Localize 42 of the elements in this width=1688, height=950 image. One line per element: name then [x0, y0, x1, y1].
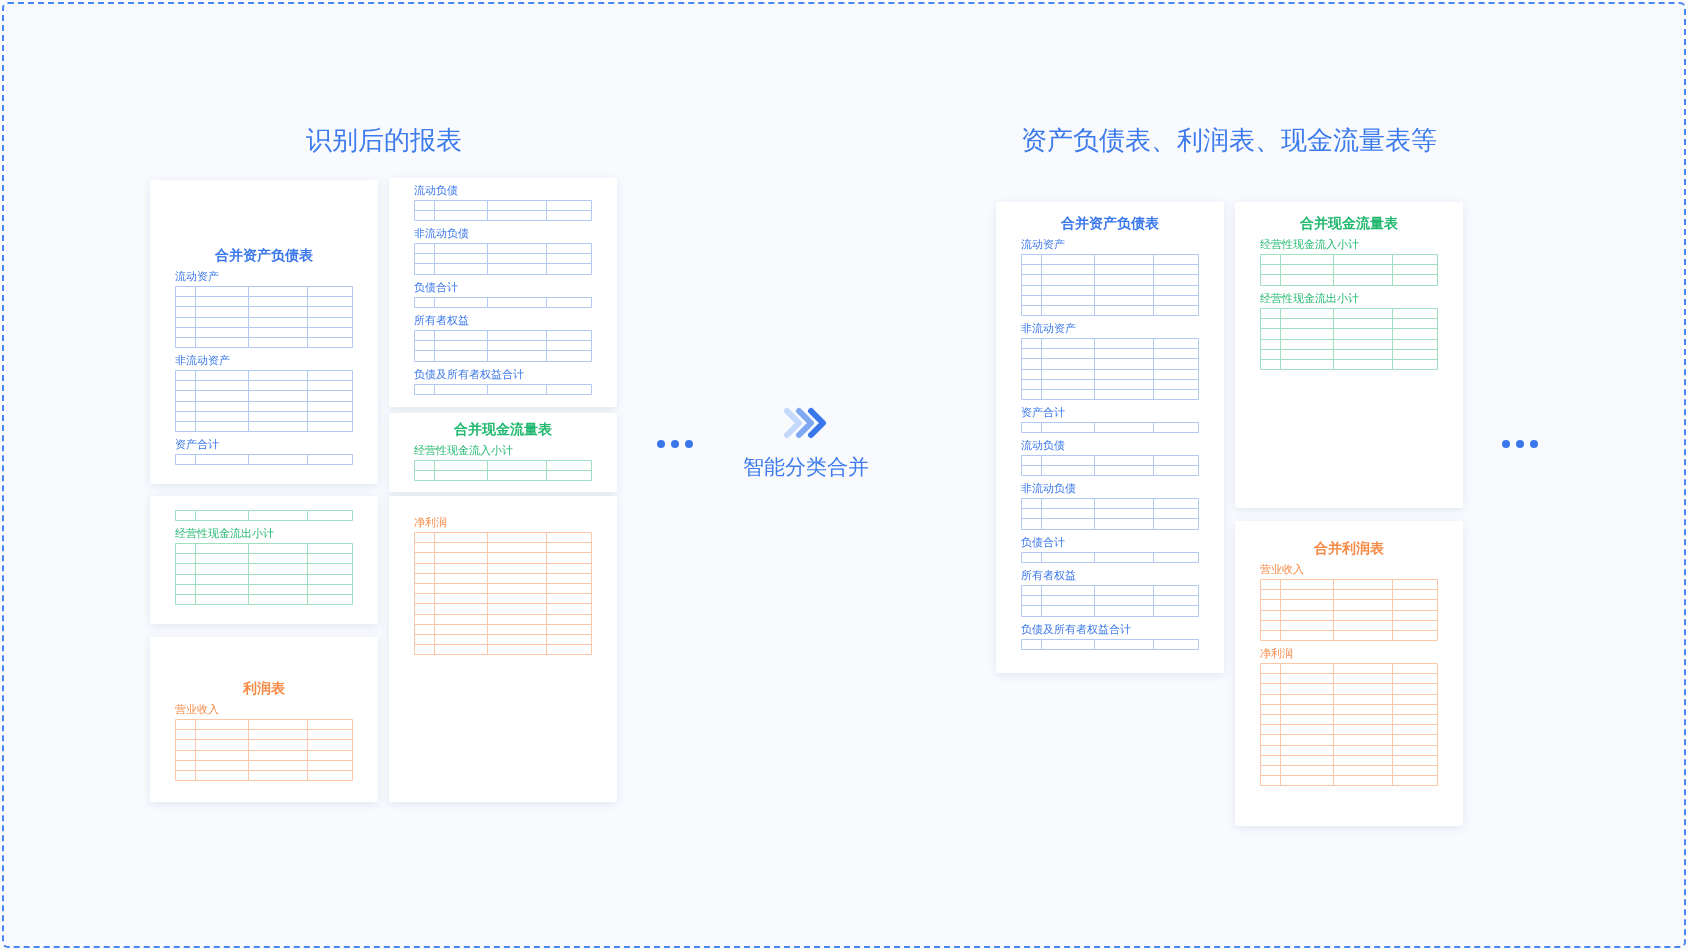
report-card: [150, 637, 378, 802]
section-label: 负债及所有者权益合计: [1021, 623, 1131, 637]
report-card: [1235, 202, 1463, 508]
section-label: 所有者权益: [414, 314, 469, 328]
section-label: 资产合计: [175, 438, 219, 452]
section-label: 流动负债: [1021, 439, 1065, 453]
section-label: 非流动负债: [1021, 482, 1076, 496]
report-card: [150, 496, 378, 624]
section-label: 非流动负债: [414, 227, 469, 241]
card-title: 合并资产负债表: [214, 246, 314, 264]
card-title: 利润表: [242, 679, 286, 697]
report-card: [389, 178, 617, 407]
section-label: 负债合计: [1021, 536, 1065, 550]
section-label: 经营性现金流出小计: [175, 527, 274, 541]
section-label: 经营性现金流出小计: [1260, 292, 1359, 306]
report-card: [389, 413, 617, 492]
section-label: 非流动资产: [175, 354, 230, 368]
section-label: 经营性现金流入小计: [414, 444, 513, 458]
section-label: 营业收入: [1260, 563, 1304, 577]
section-label: 经营性现金流入小计: [1260, 238, 1359, 252]
section-heading: 识别后的报表: [306, 124, 462, 156]
report-card: [389, 496, 617, 802]
section-heading: 资产负债表、利润表、现金流量表等: [1021, 124, 1437, 156]
report-card: [150, 180, 378, 484]
section-label: 负债合计: [414, 281, 458, 295]
section-label: 负债及所有者权益合计: [414, 368, 524, 382]
section-label: 营业收入: [175, 703, 219, 717]
section-label: 非流动资产: [1021, 322, 1076, 336]
step-caption: 智能分类合并: [743, 454, 869, 480]
section-label: 资产合计: [1021, 406, 1065, 420]
card-title: 合并现金流量表: [1299, 214, 1399, 232]
card-title: 合并利润表: [1313, 539, 1385, 557]
report-card: [996, 202, 1224, 673]
report-card: [1235, 521, 1463, 826]
section-label: 净利润: [414, 516, 447, 530]
section-label: 净利润: [1260, 647, 1293, 661]
card-title: 合并资产负债表: [1060, 214, 1160, 232]
section-label: 所有者权益: [1021, 569, 1076, 583]
card-title: 合并现金流量表: [453, 420, 553, 438]
section-label: 流动资产: [1021, 238, 1065, 252]
section-label: 流动资产: [175, 270, 219, 284]
section-label: 流动负债: [414, 184, 458, 198]
